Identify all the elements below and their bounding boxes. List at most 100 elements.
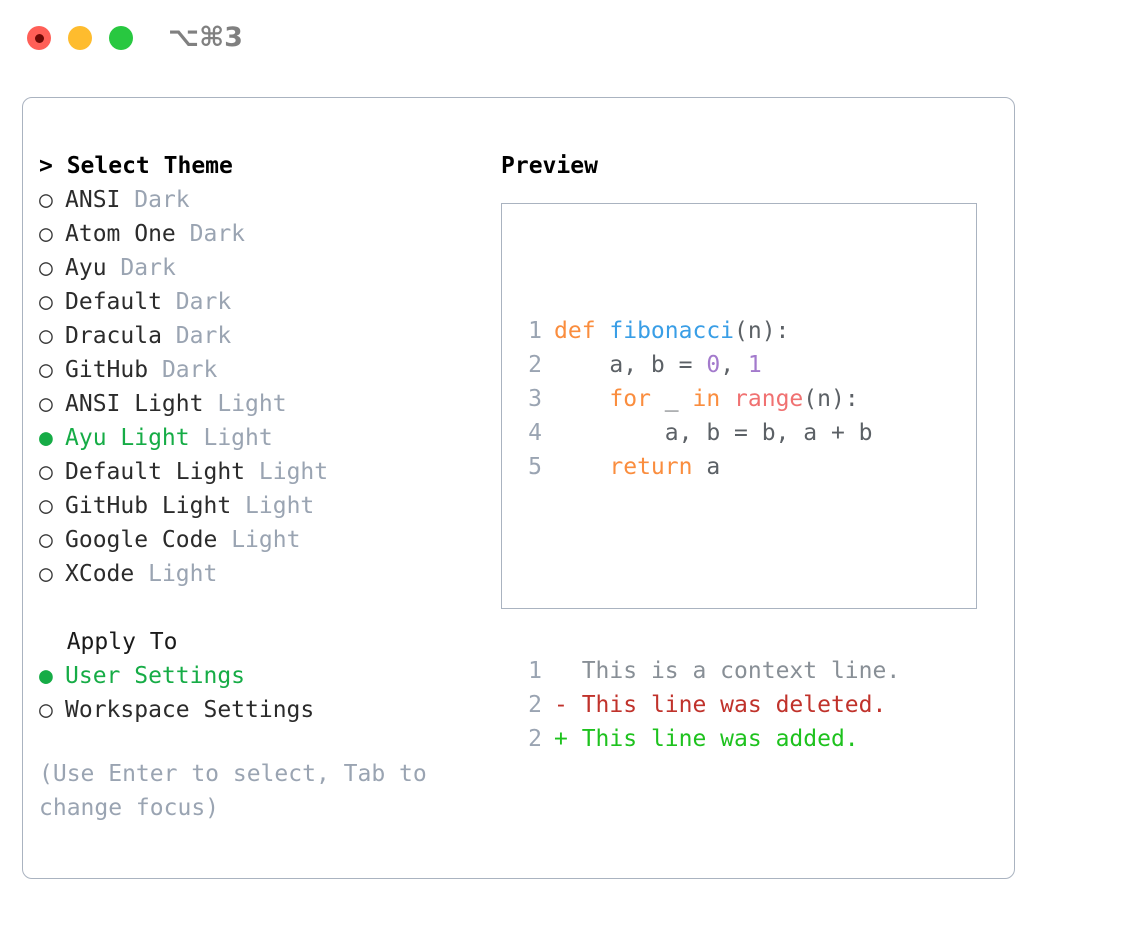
radio-unselected-icon: ○: [39, 493, 53, 519]
code-diff-separator: [518, 552, 900, 586]
diff-marker: [554, 658, 582, 684]
diff-marker: +: [554, 726, 582, 752]
theme-option-row[interactable]: ○Default Dark: [39, 285, 509, 319]
theme-variant-badge: Light: [231, 527, 301, 553]
code-token: (n):: [734, 318, 790, 344]
code-line: 5 return a: [518, 450, 900, 484]
apply-to-heading: Apply To: [39, 629, 178, 655]
line-number: 4: [528, 420, 542, 446]
line-number: 5: [528, 454, 542, 480]
theme-option-row[interactable]: ○ XCode Light: [39, 557, 509, 591]
radio-selected-icon: ●: [39, 425, 53, 451]
theme-picker-panel: > Select Theme ○ANSI Dark○Atom One Dark○…: [22, 97, 1015, 879]
theme-variant-badge: Dark: [161, 357, 218, 383]
theme-variant-badge: Light: [203, 425, 273, 451]
code-token: def: [554, 318, 610, 344]
theme-variant-badge: Light: [245, 493, 315, 519]
keyboard-hint-text: (Use Enter to select, Tab to change focu…: [39, 761, 427, 821]
line-number: 2: [528, 692, 542, 718]
radio-unselected-icon: ○: [39, 255, 53, 281]
theme-option-label: XCode: [65, 561, 135, 587]
minimize-button-icon[interactable]: [68, 26, 92, 50]
maximize-button-icon[interactable]: [109, 26, 133, 50]
code-token: (n):: [803, 386, 859, 412]
theme-option-row[interactable]: ○ANSI Dark: [39, 183, 509, 217]
code-line: 3 for _ in range(n):: [518, 382, 900, 416]
theme-option-row[interactable]: ○ GitHub Dark: [39, 353, 509, 387]
apply-to-option-label: Workspace Settings: [65, 697, 315, 723]
radio-selected-icon: ●: [39, 663, 53, 689]
diff-line: 2- This line was deleted.: [518, 688, 900, 722]
line-number: 1: [528, 318, 542, 344]
theme-option-row[interactable]: ○Google Code Light: [39, 523, 509, 557]
code-line: 2 a, b = 0, 1: [518, 348, 900, 382]
code-token: return: [554, 454, 707, 480]
theme-option-label: Ayu Light: [65, 425, 190, 451]
radio-unselected-icon: ○: [39, 459, 53, 485]
apply-to-option-row[interactable]: ○Workspace Settings: [39, 693, 509, 727]
diff-line: 2 + This line was added.: [518, 722, 900, 756]
close-button-icon[interactable]: [27, 26, 51, 50]
title-bar: ⌥⌘3: [0, 0, 1140, 78]
code-token: 1: [747, 352, 762, 378]
code-token: a: [706, 454, 721, 480]
label-badge-gap: [162, 319, 176, 353]
label-badge-gap: [176, 217, 190, 251]
theme-variant-badge: Dark: [175, 323, 232, 349]
window-controls: [27, 26, 133, 50]
theme-variant-badge: Light: [258, 459, 329, 485]
apply-to-list: ● User Settings ○Workspace Settings: [39, 659, 509, 727]
theme-option-row[interactable]: ● Ayu Light Light: [39, 421, 509, 455]
theme-option-row[interactable]: ○ Default Light Light: [39, 455, 509, 489]
diff-text: This line was deleted.: [581, 692, 887, 718]
theme-option-label: ANSI: [65, 187, 121, 213]
select-theme-heading: > Select Theme: [39, 153, 233, 179]
diff-sample: 1 This is a context line.2- This line wa…: [518, 654, 900, 756]
theme-option-label: GitHub: [65, 357, 149, 383]
line-number: 2: [528, 726, 542, 752]
radio-unselected-icon: ○: [39, 357, 53, 383]
theme-list: ○ANSI Dark○Atom One Dark○Ayu Dark○Defaul…: [39, 183, 509, 591]
line-number: 3: [528, 386, 542, 412]
theme-option-row[interactable]: ○Atom One Dark: [39, 217, 509, 251]
label-badge-gap: [245, 455, 259, 489]
code-token: a, b =: [554, 352, 707, 378]
theme-variant-badge: Dark: [175, 289, 232, 315]
theme-variant-badge: Dark: [120, 255, 176, 281]
diff-marker: -: [554, 692, 582, 718]
line-number: 2: [528, 352, 542, 378]
code-token: for: [554, 386, 665, 412]
label-badge-gap: [148, 353, 162, 387]
apply-to-option-label: User Settings: [65, 663, 246, 689]
theme-option-label: Default: [65, 289, 162, 315]
apply-to-option-row[interactable]: ● User Settings: [39, 659, 509, 693]
list-spacer: [39, 591, 509, 625]
diff-text: This line was added.: [581, 726, 859, 752]
theme-variant-badge: Dark: [134, 187, 190, 213]
theme-option-row[interactable]: ○Dracula Dark: [39, 319, 509, 353]
theme-option-label: Default Light: [65, 459, 246, 485]
theme-option-row[interactable]: ○ GitHub Light Light: [39, 489, 509, 523]
radio-unselected-icon: ○: [39, 561, 53, 587]
label-badge-gap: [203, 387, 217, 421]
theme-variant-badge: Dark: [189, 221, 246, 247]
code-token: range: [734, 386, 804, 412]
diff-text: This is a context line.: [581, 658, 901, 684]
label-badge-gap: [120, 183, 134, 217]
theme-option-row[interactable]: ○ANSI Light Light: [39, 387, 509, 421]
code-token: in: [692, 386, 735, 412]
theme-variant-badge: Light: [148, 561, 218, 587]
code-token: _: [664, 386, 693, 412]
code-line: 4 a, b = b, a + b: [518, 416, 900, 450]
code-token: a, b = b, a + b: [554, 420, 873, 446]
theme-option-label: Google Code: [65, 527, 218, 553]
code-token: 0: [706, 352, 721, 378]
theme-option-label: GitHub Light: [65, 493, 232, 519]
code-token: ,: [720, 352, 748, 378]
theme-option-row[interactable]: ○Ayu Dark: [39, 251, 509, 285]
